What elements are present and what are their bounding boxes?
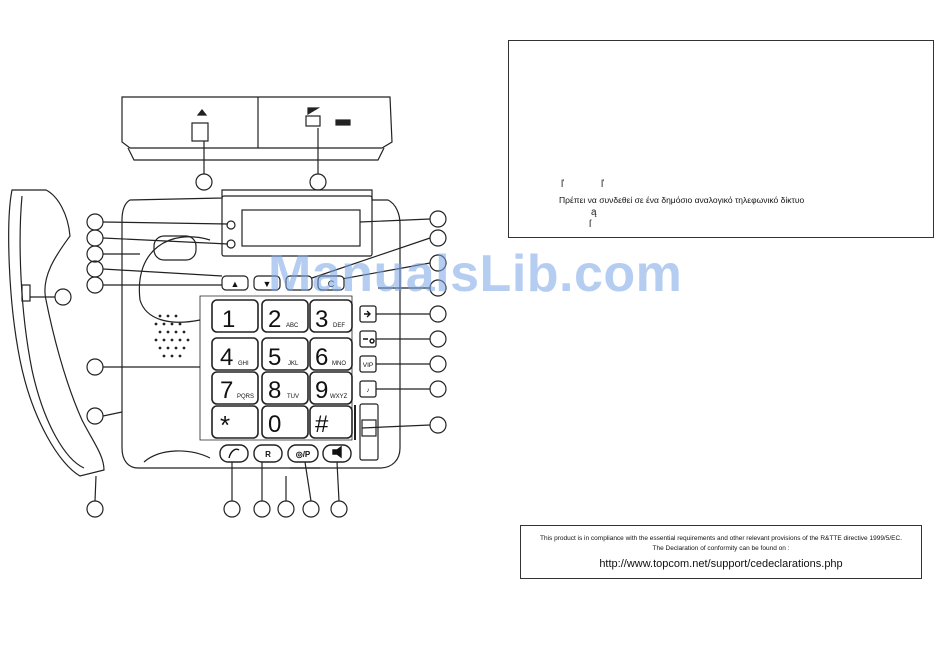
- key-digit: 6: [315, 344, 328, 371]
- key-digit: 0: [268, 411, 281, 438]
- side-key-label: ♪: [366, 387, 369, 394]
- handset-icon: [228, 448, 240, 459]
- keypad-key[interactable]: [261, 371, 309, 405]
- handset: [8, 189, 105, 477]
- compliance-line: This product is in compliance with the e…: [539, 535, 902, 542]
- nav-keys: [221, 275, 345, 291]
- key-letters: ABC: [286, 323, 299, 329]
- key-digit: 4: [220, 344, 233, 371]
- compliance-box: This product is in compliance with the e…: [520, 525, 922, 579]
- bottom-key[interactable]: [253, 444, 283, 463]
- key-digit: *: [220, 410, 230, 440]
- key-digit: 9: [315, 377, 328, 404]
- keypad-key[interactable]: [261, 405, 309, 439]
- nav-key-label: ▼: [263, 279, 272, 289]
- side-keys: [359, 305, 377, 398]
- speaker-icon: [332, 445, 342, 459]
- key-digit: 2: [268, 306, 281, 333]
- watermark: ManualsLib.com: [268, 245, 683, 303]
- phone-rear-view: [121, 96, 393, 161]
- bottom-key[interactable]: [287, 444, 319, 463]
- bottom-key-label: R: [265, 450, 271, 459]
- callout-circle: [309, 173, 327, 191]
- nav-key-label: C: [328, 279, 335, 289]
- notice-greek-text: Πρέπει να συνδεθεί σε ένα δημόσιο αναλογ…: [559, 195, 805, 205]
- key-letters: GHI: [238, 361, 249, 367]
- side-key[interactable]: [359, 380, 377, 398]
- nav-key[interactable]: [317, 275, 345, 291]
- side-key-label: VIP: [363, 362, 373, 369]
- bottom-key-label: ◎/P: [296, 450, 311, 459]
- nav-key[interactable]: [253, 275, 281, 291]
- side-key[interactable]: [359, 355, 377, 373]
- notice-box: ľ ľ Πρέπει να συνδεθεί σε ένα δημόσιο αν…: [508, 40, 934, 238]
- keypad-key[interactable]: [211, 371, 259, 405]
- nav-key-label: ▲: [231, 279, 240, 289]
- keypad-key[interactable]: [211, 299, 259, 333]
- keypad-key[interactable]: [309, 405, 353, 439]
- notice-glyph: ą: [591, 207, 597, 218]
- keypad-key[interactable]: [261, 299, 309, 333]
- callout-circle: [195, 173, 213, 191]
- keypad-key[interactable]: [261, 337, 309, 371]
- nav-key[interactable]: [285, 275, 313, 291]
- arrow-dot-icon: [363, 338, 375, 344]
- keypad-key[interactable]: [309, 337, 353, 371]
- key-letters: WXYZ: [330, 394, 348, 400]
- keypad-key[interactable]: [309, 299, 353, 333]
- key-digit: 1: [222, 306, 235, 333]
- key-digit: 8: [268, 377, 281, 404]
- notice-glyph: ľ: [561, 179, 564, 190]
- key-letters: JKL: [288, 361, 299, 367]
- key-letters: PQRS: [237, 394, 254, 400]
- bottom-key[interactable]: [219, 444, 249, 463]
- key-digit: #: [315, 411, 329, 438]
- key-letters: TUV: [287, 394, 299, 400]
- key-digit: 7: [220, 377, 233, 404]
- bottom-keys: [219, 444, 352, 463]
- speaker-grille: [154, 314, 190, 358]
- nav-key[interactable]: [221, 275, 249, 291]
- key-digit: 5: [268, 344, 281, 371]
- phone-base: [121, 189, 401, 469]
- key-letters: DEF: [333, 323, 345, 329]
- keypad-key[interactable]: [309, 371, 353, 405]
- keypad-key[interactable]: [211, 405, 259, 439]
- notice-glyph: ſ: [589, 219, 592, 230]
- key-digit: 3: [315, 306, 328, 333]
- arrow-in-icon: [364, 310, 371, 318]
- compliance-url[interactable]: http://www.topcom.net/support/cedeclarat…: [599, 558, 843, 570]
- keypad-key[interactable]: [211, 337, 259, 371]
- compliance-line: The Declaration of conformity can be fou…: [652, 545, 790, 552]
- notice-glyph: ľ: [601, 179, 604, 190]
- keypad: [211, 299, 353, 439]
- key-letters: MNO: [332, 361, 346, 367]
